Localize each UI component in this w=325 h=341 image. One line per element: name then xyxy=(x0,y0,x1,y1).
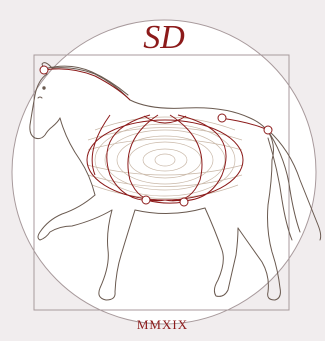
year-caption: MMXIX xyxy=(0,317,325,333)
outer-circle xyxy=(12,20,316,324)
joint-head xyxy=(40,66,48,74)
joint-hip xyxy=(264,126,272,134)
sd-monogram-logo: SD xyxy=(143,19,185,56)
joint-belly-right xyxy=(180,198,188,206)
svg-text:SD: SD xyxy=(143,19,185,56)
joint-shoulder xyxy=(218,114,226,122)
joint-belly-left xyxy=(142,196,150,204)
